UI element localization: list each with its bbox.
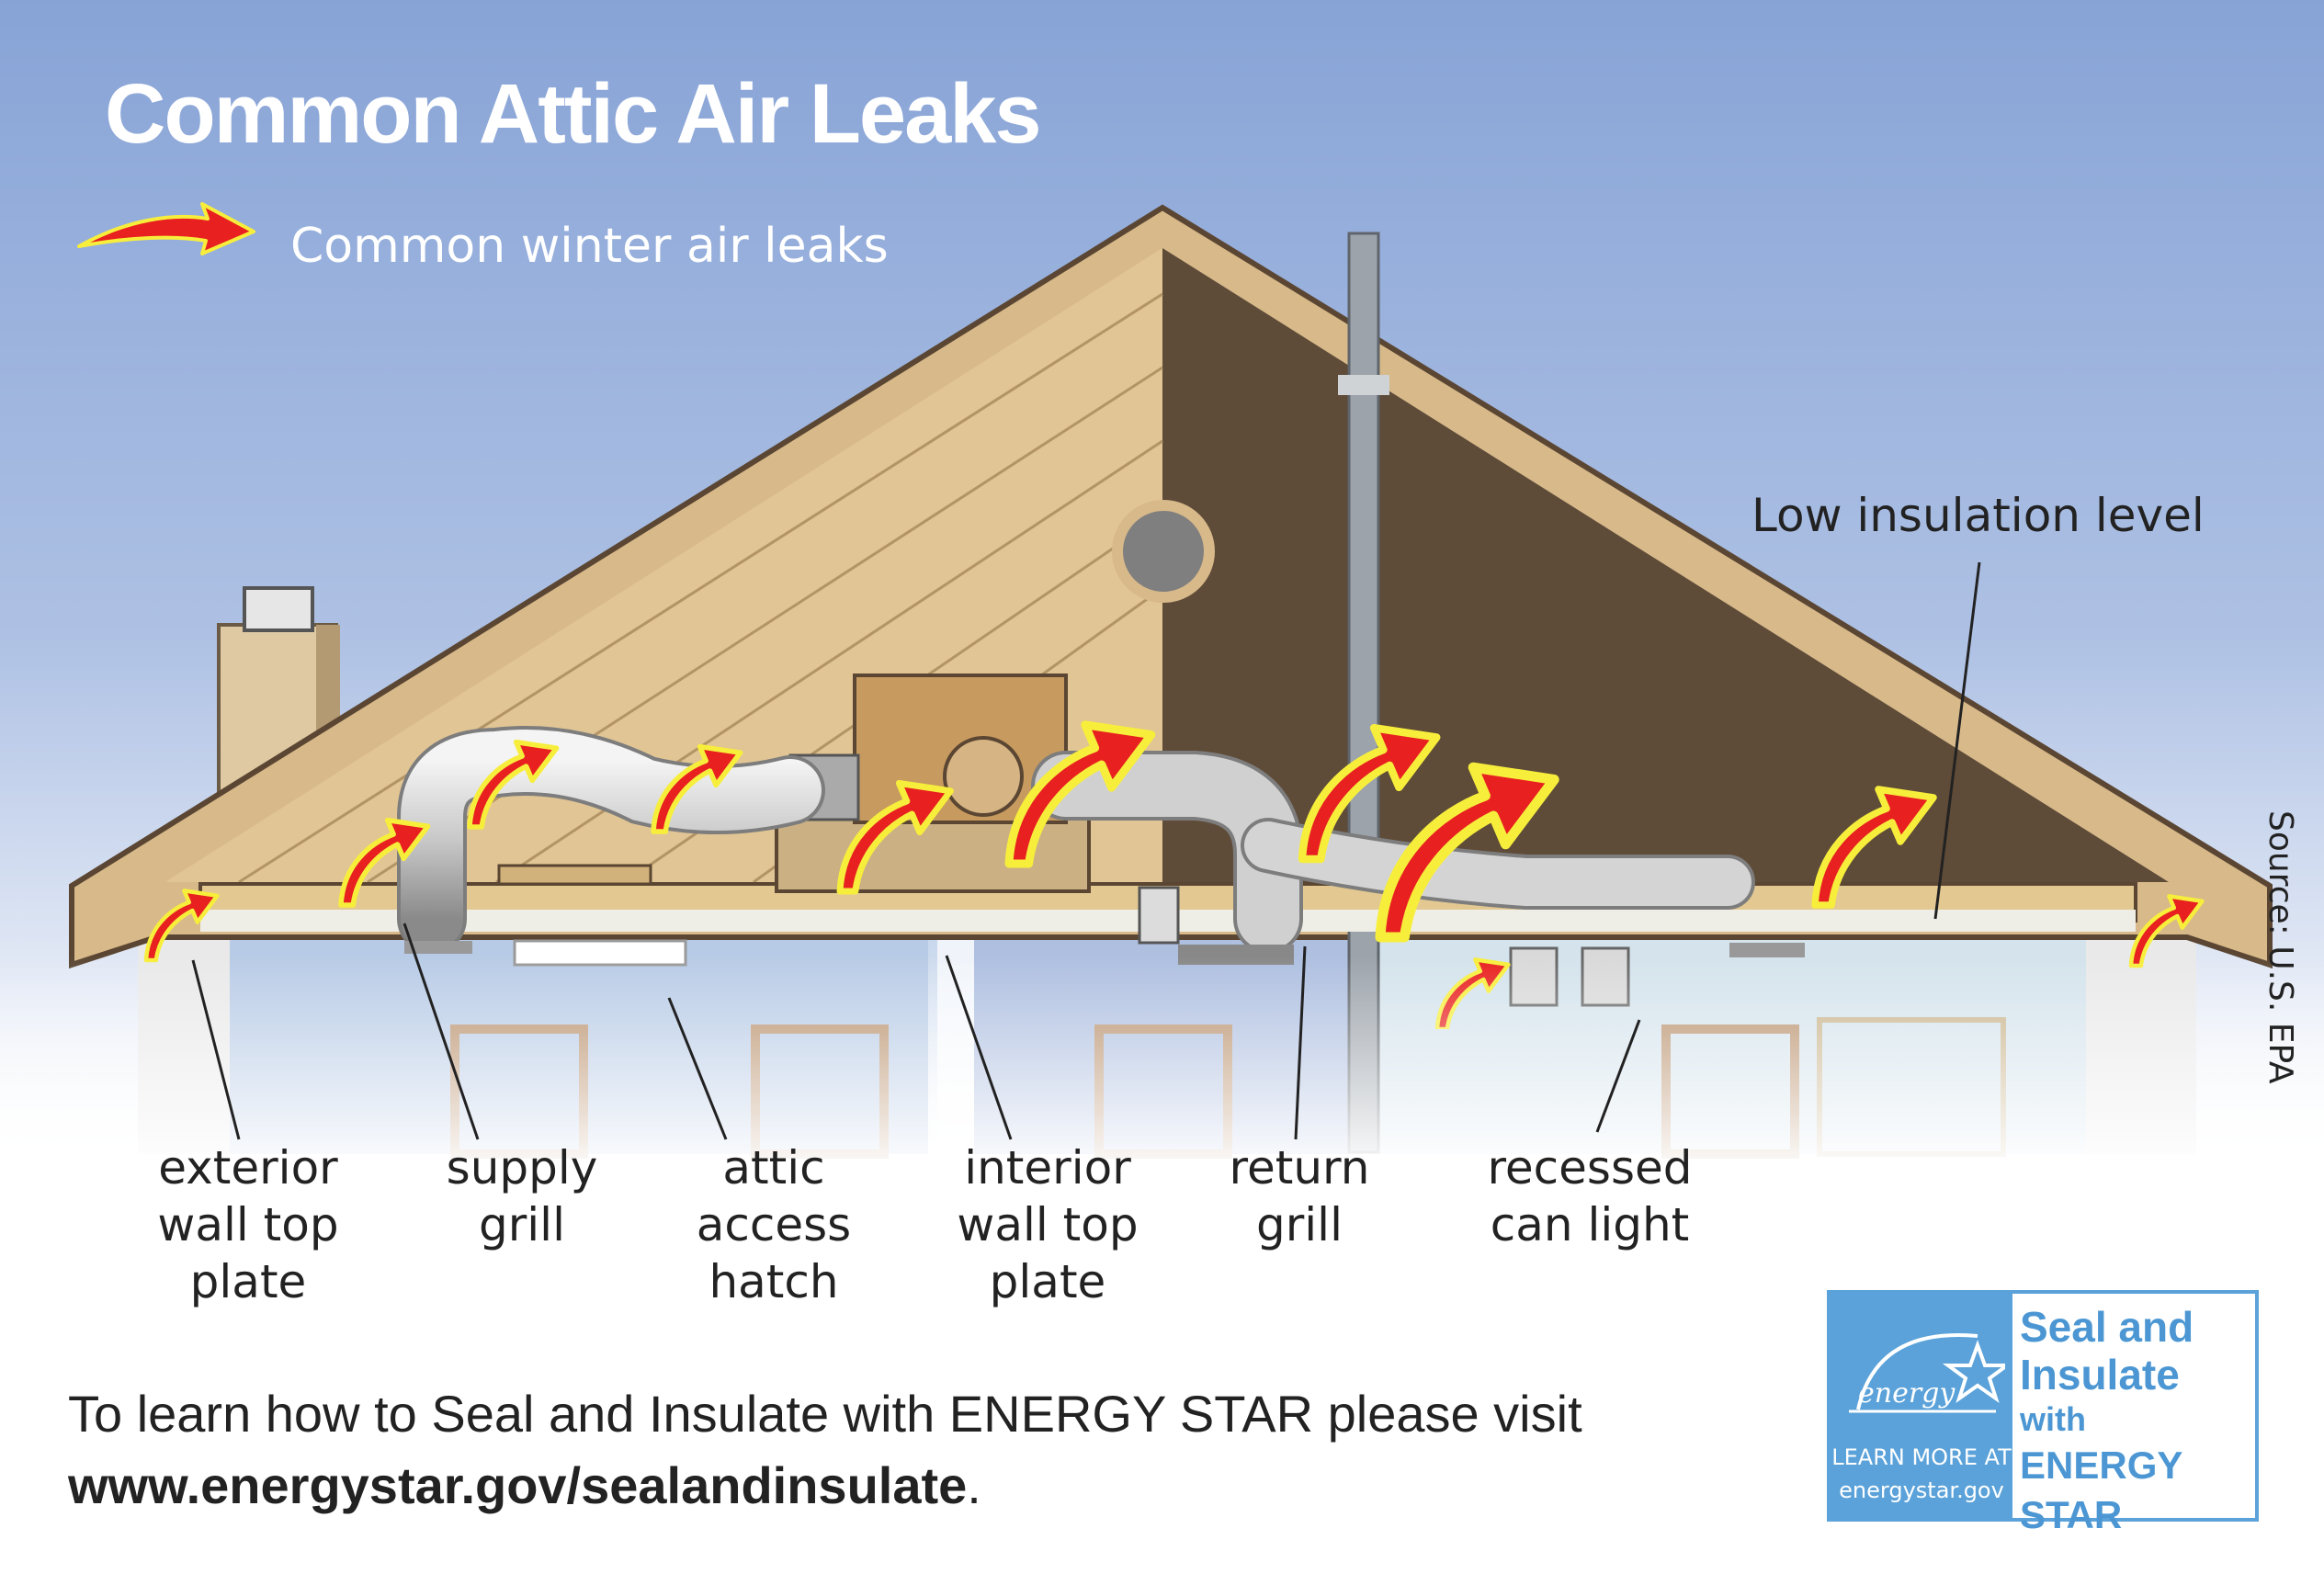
- callout-line: hatch: [709, 1255, 839, 1308]
- footer-period: .: [967, 1456, 981, 1514]
- badge-logo-panel: energy LEARN MORE AT energystar.gov: [1831, 1294, 2012, 1518]
- badge-site-line: energystar.gov: [1839, 1477, 2004, 1503]
- callout-line: wall top: [957, 1198, 1139, 1251]
- badge-title-line: with: [2020, 1400, 2086, 1438]
- legend-label: Common winter air leaks: [290, 219, 889, 274]
- callout-line: grill: [1256, 1198, 1343, 1251]
- callout-line: plate: [989, 1255, 1106, 1308]
- source-label: Source: U.S. EPA: [2262, 810, 2299, 1084]
- footer-note: To learn how to Seal and Insulate with E…: [68, 1378, 1582, 1522]
- callout-line: plate: [189, 1255, 307, 1308]
- callout-exterior-wall-top-plate: exterior wall top plate: [119, 1139, 377, 1310]
- callout-line: wall top: [157, 1198, 339, 1251]
- callout-line: interior: [964, 1141, 1131, 1194]
- callout-line: recessed: [1487, 1141, 1693, 1194]
- callout-line: can light: [1490, 1198, 1690, 1251]
- callout-line: access: [696, 1198, 852, 1251]
- callout-return-grill: return grill: [1189, 1139, 1410, 1253]
- badge-title-line: Seal and: [2020, 1303, 2194, 1351]
- callout-line: return: [1229, 1141, 1370, 1194]
- callout-attic-access-hatch: attic access hatch: [654, 1139, 893, 1310]
- energy-star-badge[interactable]: energy LEARN MORE AT energystar.gov Seal…: [1827, 1290, 2259, 1536]
- badge-title-line: Insulate: [2020, 1351, 2180, 1398]
- leak-arrow-icon: [77, 202, 255, 255]
- footer-line: To learn how to Seal and Insulate with E…: [68, 1385, 1582, 1443]
- page-title: Common Attic Air Leaks: [105, 67, 1042, 161]
- energy-star-icon: energy: [1849, 1333, 2005, 1413]
- low-insulation-label: Low insulation level: [1752, 489, 2205, 542]
- callout-line: exterior: [158, 1141, 338, 1194]
- callout-interior-wall-top-plate: interior wall top plate: [919, 1139, 1176, 1310]
- badge-title: Seal and Insulate with ENERGY STAR: [2020, 1303, 2250, 1540]
- leader-lines: [191, 561, 1981, 1140]
- callout-line: grill: [479, 1198, 565, 1251]
- source-note: Source: U.S. EPA: [2248, 810, 2321, 1084]
- callout-supply-grill: supply grill: [402, 1139, 641, 1253]
- callout-line: supply: [446, 1141, 598, 1194]
- furnace: [497, 674, 1091, 893]
- footer-url-link[interactable]: www.energystar.gov/sealandinsulate: [68, 1456, 968, 1514]
- badge-learn-line: LEARN MORE AT: [1831, 1444, 2012, 1470]
- badge-logo-word: energy: [1858, 1377, 1956, 1410]
- callout-line: attic: [722, 1141, 825, 1194]
- footer-url-line: www.energystar.gov/sealandinsulate.: [68, 1450, 1582, 1522]
- callout-recessed-can-light: recessed can light: [1452, 1139, 1728, 1253]
- badge-title-line: ENERGY STAR: [2020, 1443, 2182, 1536]
